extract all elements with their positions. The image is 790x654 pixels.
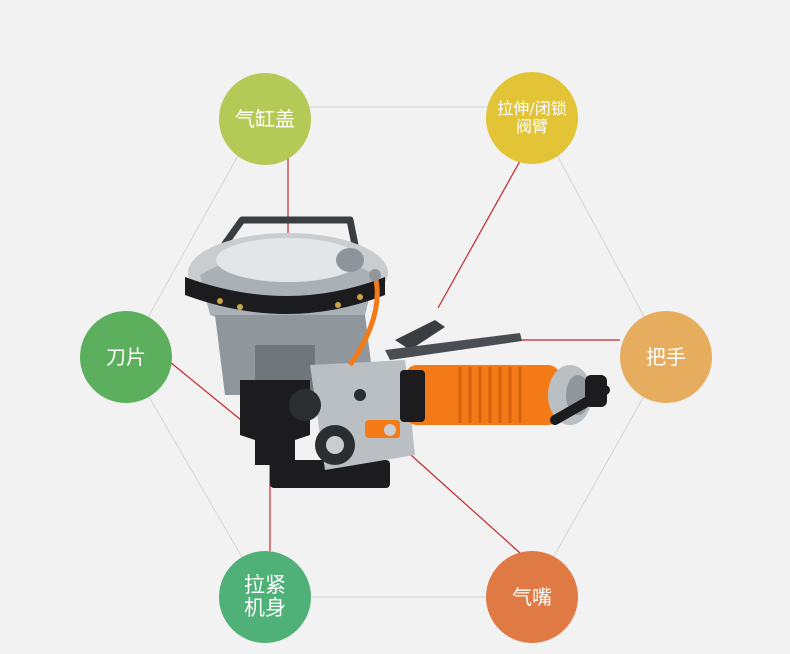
node-air-nozzle-label: 气嘴 (512, 585, 552, 609)
strapping-tool-illustration (185, 216, 610, 488)
node-valve-arm-label-line2: 阀臂 (515, 117, 548, 136)
pointer-air-nozzle (391, 437, 521, 554)
node-cylinder-cover: 气缸盖 (219, 73, 311, 165)
node-handle-label: 把手 (646, 345, 686, 369)
node-handle: 把手 (620, 311, 712, 403)
node-tension-body-label-line1: 拉紧 (244, 572, 286, 597)
node-blade: 刀片 (80, 311, 172, 403)
node-valve-arm-label-line1: 拉伸/闭锁 (497, 99, 567, 119)
node-valve-arm: 拉伸/闭锁 阀臂 (486, 72, 578, 164)
node-blade-label: 刀片 (106, 345, 146, 369)
node-air-nozzle: 气嘴 (486, 551, 578, 643)
node-tension-body-label-line2: 机身 (244, 596, 286, 620)
pointer-valve-arm (437, 160, 521, 309)
node-cylinder-cover-label: 气缸盖 (235, 107, 295, 131)
node-tension-body: 拉紧 机身 (219, 551, 311, 643)
